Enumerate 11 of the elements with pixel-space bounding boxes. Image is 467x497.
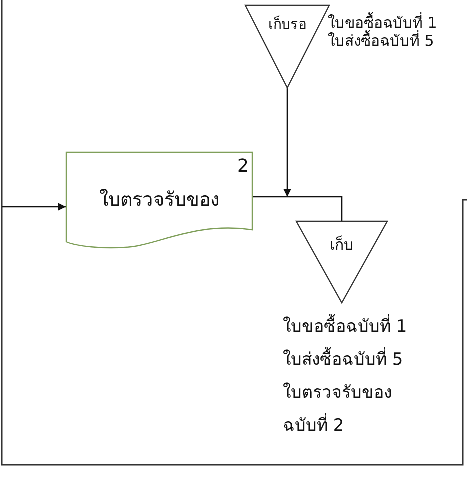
connector-line <box>253 196 343 221</box>
document-list-text: ใบตรวจรับของ ฉบับที่ 2 <box>283 382 393 438</box>
document-list-text: ใบส่งซื้อฉบับที่ 5 <box>283 344 404 377</box>
node-label: เก็บ <box>329 234 355 256</box>
document-list-text: ใบขอซื้อฉบับที่ 1 <box>283 311 408 344</box>
node-label: เก็บรอ <box>268 14 308 35</box>
document-list-text: ใบส่งซื้อฉบับที่ 5 <box>328 32 434 50</box>
arrow <box>284 88 292 197</box>
copy-number: 2 <box>236 156 249 177</box>
node-label: ใบตรวจรับของ <box>98 188 220 213</box>
arrow <box>2 203 66 211</box>
